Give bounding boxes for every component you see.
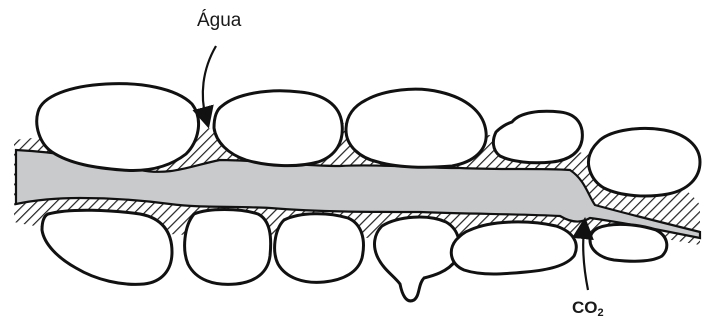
- grain-upper-3: [346, 89, 486, 167]
- grain-lower-3: [275, 214, 364, 283]
- grain-upper-2: [214, 91, 342, 166]
- water-arrow: [203, 46, 216, 118]
- grain-upper-5: [589, 128, 700, 196]
- co2-arrow: [583, 228, 588, 290]
- grain-upper-1: [37, 84, 199, 171]
- grain-lower-4: [375, 217, 460, 301]
- grain-lower-5: [451, 222, 576, 274]
- co2-label-subscript: 2: [598, 307, 604, 319]
- grain-upper-4: [493, 111, 582, 162]
- co2-label-main: CO: [572, 298, 598, 317]
- water-label: Água: [197, 10, 241, 32]
- grain-lower-6: [590, 224, 667, 261]
- grain-lower-1: [42, 210, 172, 284]
- grain-lower-2: [185, 210, 271, 285]
- co2-label: CO2: [572, 298, 604, 319]
